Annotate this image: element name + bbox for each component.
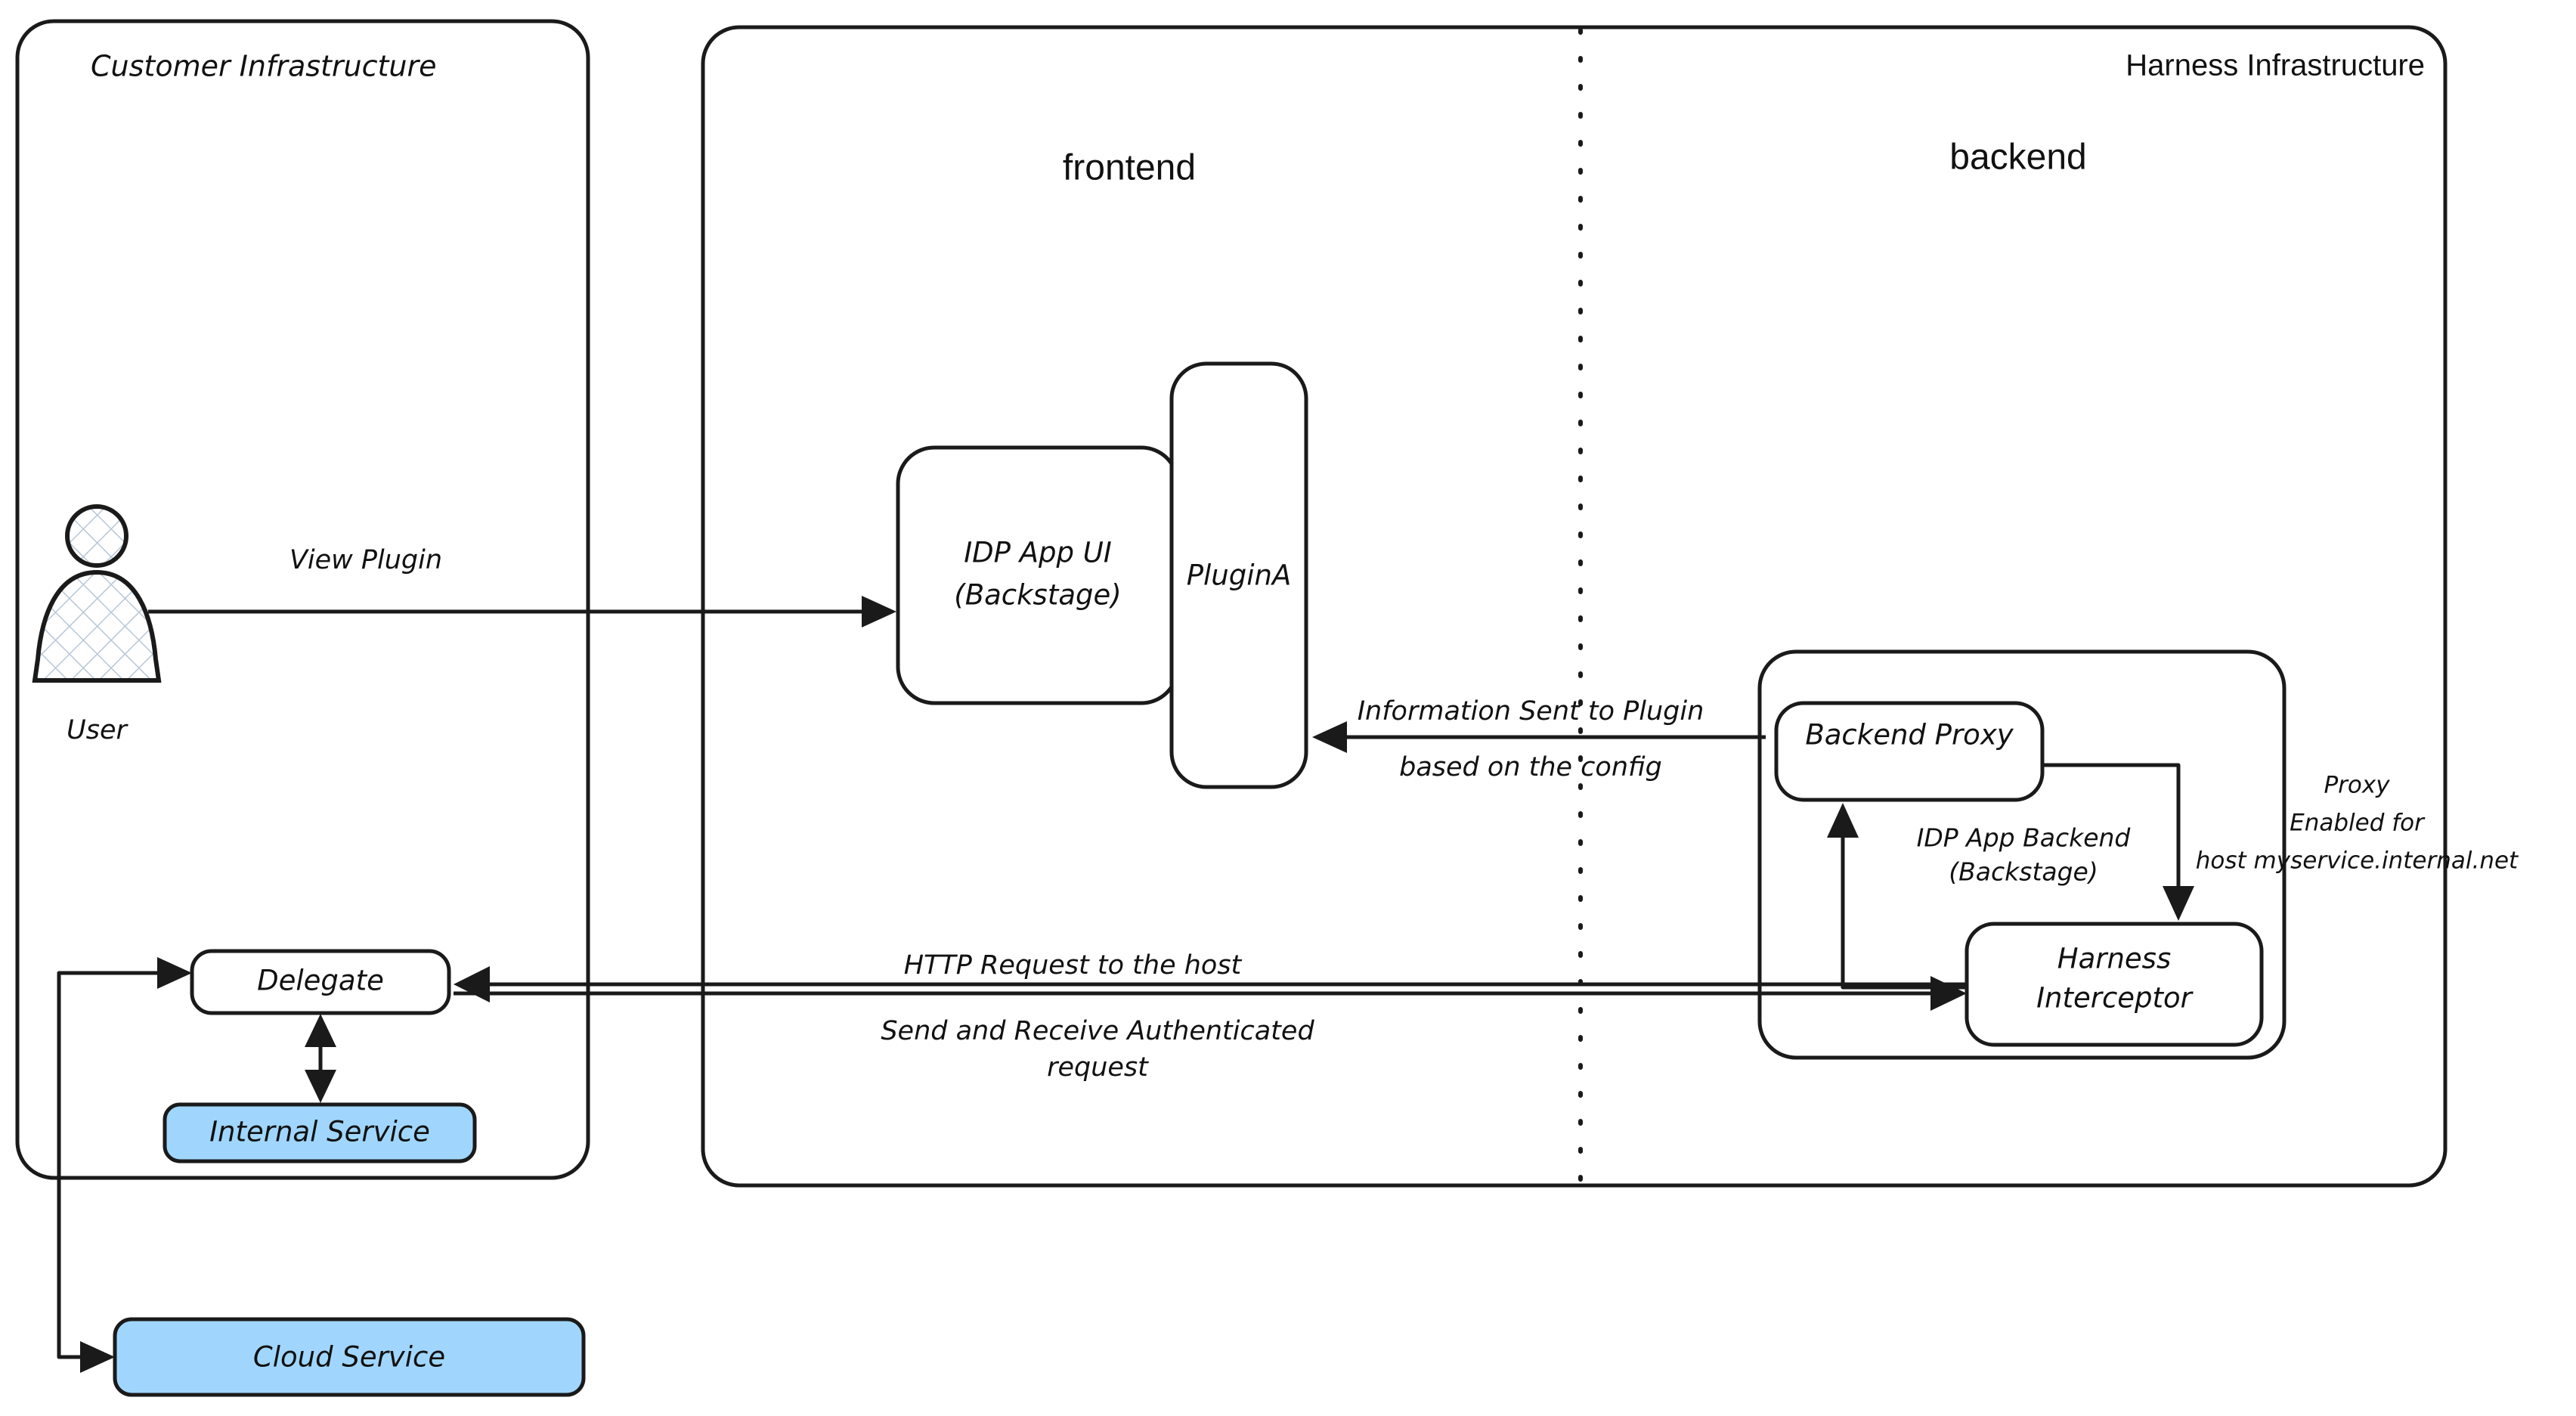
edge-harness-interceptor-to-delegate: HTTP Request to the host Send and Receiv… <box>454 950 1967 1083</box>
node-harness-interceptor[interactable]: Harness Interceptor <box>1965 922 2264 1047</box>
edge-delegate-to-harness-interceptor <box>454 976 1967 1011</box>
idp-app-ui-label-line2: (Backstage) <box>954 579 1121 612</box>
user-torso-icon <box>32 569 162 683</box>
customer-infrastructure-label: Customer Infrastructure <box>91 50 437 83</box>
edge-label-http-request: HTTP Request to the host <box>904 950 1243 981</box>
harness-infrastructure-label: Harness Infrastructure <box>2126 49 2425 82</box>
edge-delegate-cloud-arrowhead-into-delegate <box>157 957 192 989</box>
node-internal-service[interactable]: Internal Service <box>163 1102 477 1163</box>
note-proxy-enabled: Proxy Enabled for host myservice.interna… <box>2196 772 2519 875</box>
note-proxy-line2: Enabled for <box>2290 810 2426 837</box>
node-delegate[interactable]: Delegate <box>190 949 451 1015</box>
cloud-service-label: Cloud Service <box>253 1341 445 1374</box>
section-label-backend: backend <box>1949 138 2086 178</box>
user-label: User <box>67 715 128 745</box>
harness-infrastructure-outline <box>701 25 2448 1188</box>
edge-delegate-cloud-line <box>57 971 172 1359</box>
backend-proxy-box <box>1774 701 2045 802</box>
edge-backend-proxy-to-plugin-a: Information Sent to Plugin based on the … <box>1312 696 1766 782</box>
edge-delegate-internal-arrowhead-up <box>305 1014 336 1047</box>
idp-app-ui-box <box>896 445 1180 705</box>
node-backend-proxy[interactable]: Backend Proxy <box>1774 701 2045 802</box>
edge-user-to-idp-app-ui: View Plugin <box>148 545 896 627</box>
section-label-frontend: frontend <box>1063 148 1196 188</box>
node-plugin-a[interactable]: PluginA <box>1169 361 1308 789</box>
edge-interceptor-to-proxy-line <box>1841 830 1967 990</box>
edge-interceptor-to-proxy-arrowhead <box>1827 803 1859 838</box>
idp-app-backend-label-line1: IDP App Backend <box>1917 823 2132 853</box>
edge-delegate-cloud-arrowhead-into-cloud <box>80 1341 115 1373</box>
harness-interceptor-label-line1: Harness <box>2057 943 2171 975</box>
actor-user[interactable]: User <box>32 504 162 745</box>
edge-label-authenticated-line2: request <box>1047 1052 1149 1083</box>
edge-backend-proxy-to-harness-interceptor <box>2042 763 2194 921</box>
idp-app-backend-label-line2: (Backstage) <box>1949 857 2098 887</box>
idp-app-ui-label-line1: IDP App UI <box>964 537 1112 569</box>
note-proxy-line1: Proxy <box>2324 772 2390 799</box>
edge-delegate-to-cloud-service <box>57 957 192 1373</box>
edge-information-sent-arrowhead <box>1312 721 1347 753</box>
edge-proxy-to-interceptor-line <box>2042 763 2181 894</box>
container-customer-infrastructure[interactable]: Customer Infrastructure <box>15 19 590 1180</box>
edge-delegate-to-interceptor-arrowhead <box>1930 976 1967 1011</box>
container-harness-infrastructure[interactable]: Harness Infrastructure <box>701 25 2448 1188</box>
edge-delegate-internal-arrowhead-down <box>305 1070 336 1103</box>
internal-service-box <box>163 1102 477 1163</box>
edge-delegate-internal-service <box>305 1014 336 1103</box>
delegate-box <box>190 949 451 1015</box>
delegate-label: Delegate <box>257 965 384 997</box>
customer-infrastructure-outline <box>15 19 590 1180</box>
edge-label-authenticated-line1: Send and Receive Authenticated <box>881 1016 1314 1046</box>
user-head-icon <box>65 504 128 568</box>
backend-proxy-label: Backend Proxy <box>1805 719 2014 751</box>
edge-proxy-to-interceptor-arrowhead <box>2163 886 2194 921</box>
idp-app-backend-outline <box>1757 649 2287 1060</box>
edge-label-view-plugin: View Plugin <box>289 545 442 575</box>
edge-label-information-sent-line2: based on the config <box>1399 752 1662 782</box>
edge-interceptor-to-delegate-arrowhead <box>454 966 490 1002</box>
edge-harness-interceptor-to-backend-proxy <box>1827 803 1967 990</box>
plugin-a-label: PluginA <box>1187 559 1292 592</box>
edge-label-information-sent-line1: Information Sent to Plugin <box>1358 696 1704 727</box>
plugin-a-box <box>1169 361 1308 789</box>
container-idp-app-backend[interactable]: IDP App Backend (Backstage) <box>1757 649 2287 1060</box>
note-proxy-line3: host myservice.internal.net <box>2196 847 2519 875</box>
edge-view-plugin-arrowhead <box>862 596 896 627</box>
internal-service-label: Internal Service <box>209 1116 430 1148</box>
node-cloud-service[interactable]: Cloud Service <box>113 1317 586 1397</box>
harness-interceptor-label-line2: Interceptor <box>2036 982 2194 1015</box>
node-idp-app-ui[interactable]: IDP App UI (Backstage) <box>896 445 1180 705</box>
